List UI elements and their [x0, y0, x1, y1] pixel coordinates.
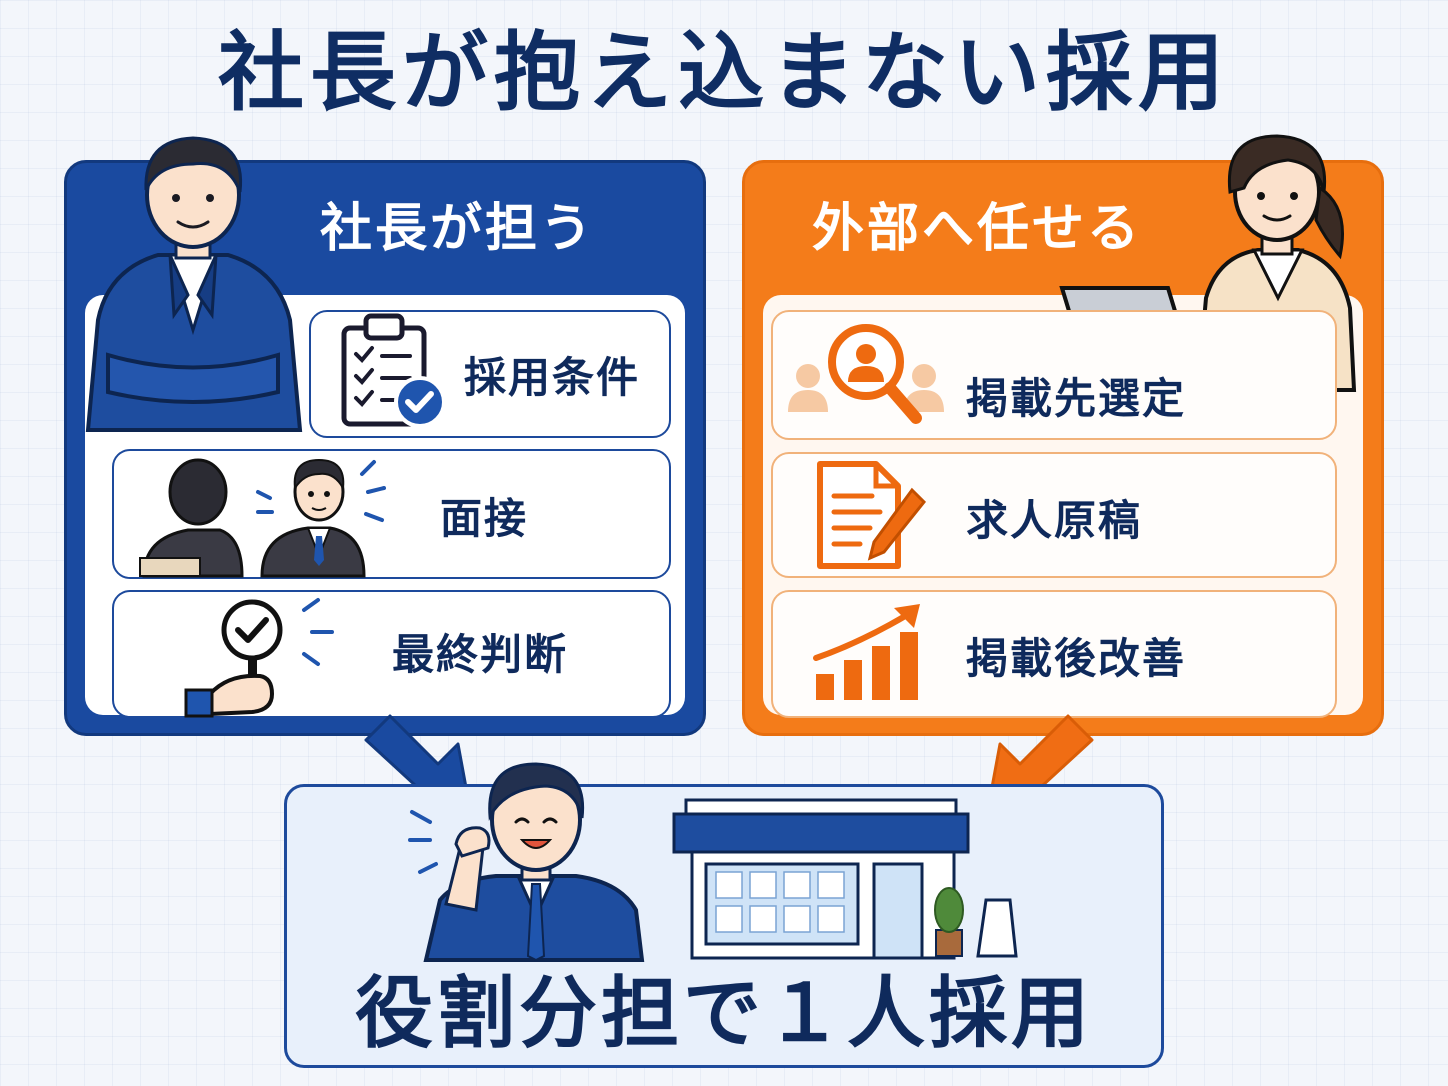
outsource-panel-heading: 外部へ任せる	[812, 199, 1143, 259]
happy-president-icon	[408, 762, 645, 962]
document-pen-icon	[817, 461, 927, 569]
task-label-post-improvement: 掲載後改善	[966, 634, 1187, 683]
task-label-job-posting-draft: 求人原稿	[966, 496, 1143, 545]
magnifier-check-icon	[184, 598, 334, 718]
storefront-icon	[672, 798, 1018, 960]
task-card-post-improvement	[771, 590, 1337, 718]
search-people-icon	[788, 324, 944, 424]
result-label: 役割分担で１人採用	[354, 969, 1093, 1059]
president-icon	[85, 136, 303, 432]
task-label-interview: 面接	[440, 494, 529, 543]
interview-icon	[139, 458, 386, 578]
task-label-media-selection: 掲載先選定	[966, 374, 1187, 423]
growth-chart-icon	[813, 604, 920, 700]
page-title: 社長が抱え込まない採用	[218, 23, 1230, 123]
task-label-hiring-criteria: 採用条件	[464, 353, 641, 402]
task-label-final-decision: 最終判断	[392, 630, 569, 679]
president-panel-heading: 社長が担う	[320, 199, 596, 259]
clipboard-check-icon	[341, 313, 446, 428]
